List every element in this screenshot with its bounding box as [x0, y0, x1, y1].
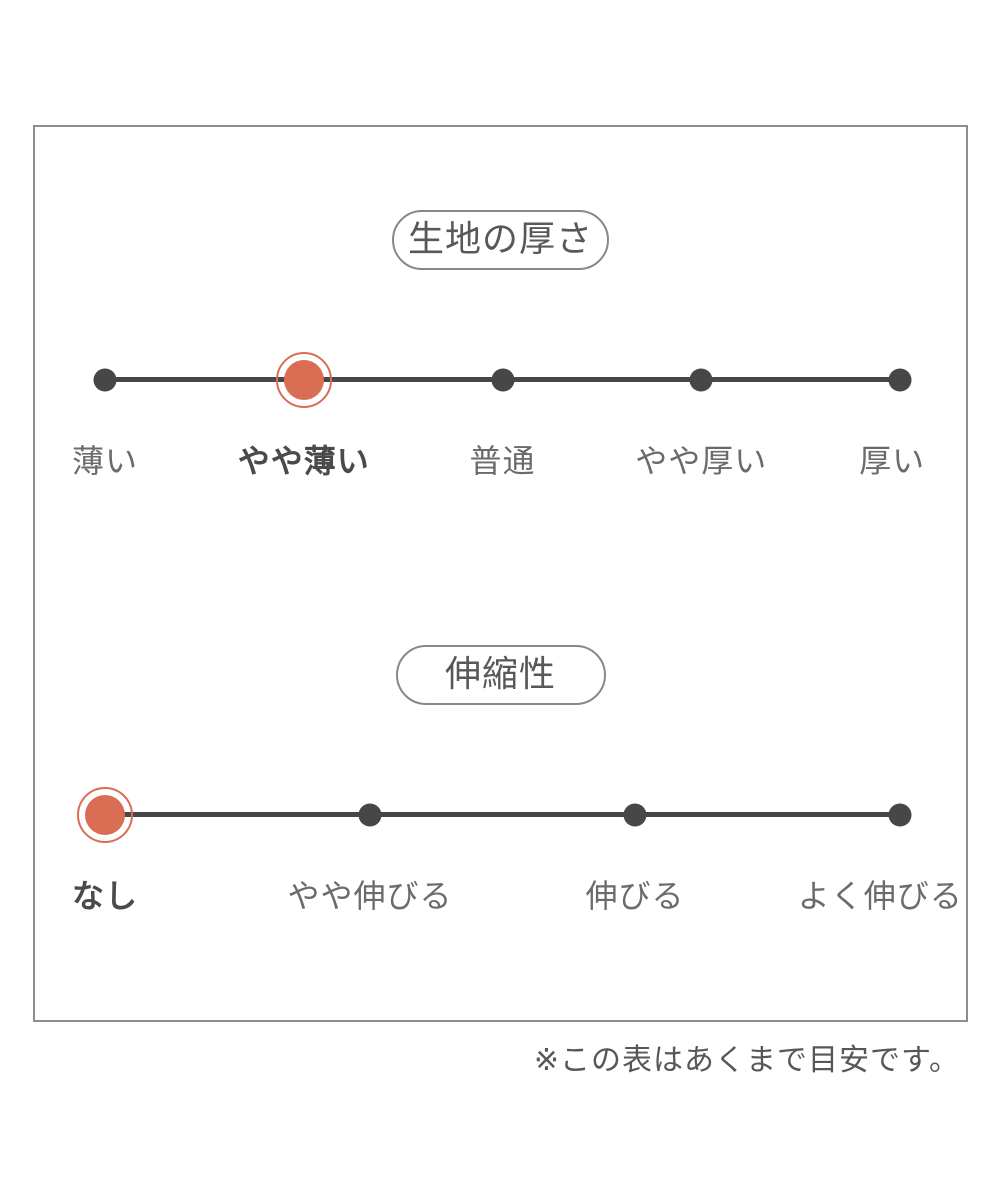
scale-track — [77, 786, 912, 843]
scale-option-label: 伸びる — [585, 878, 685, 914]
scale-option-label: 薄い — [71, 443, 139, 479]
scale-title-pill: 生地の厚さ — [391, 210, 609, 270]
rating-dot — [93, 368, 117, 391]
scale-option-label: 厚い — [859, 443, 926, 479]
rating-dot — [689, 368, 713, 391]
selected-dot-ring — [275, 351, 332, 408]
scale-title-row: 伸縮性 — [35, 645, 966, 705]
scale-labels: 薄い やや薄い 普通 やや厚い 厚い — [72, 442, 924, 482]
scale-labels: なし やや伸びる 伸びる よく伸びる — [72, 877, 962, 917]
rating-dot — [491, 368, 514, 391]
footnote-text: ※この表はあくまで目安です。 — [533, 1044, 960, 1077]
scale-option-label: やや厚い — [635, 443, 768, 479]
scale-title: 伸縮性 — [444, 653, 556, 694]
selected-dot-core — [283, 359, 324, 400]
rating-dot — [888, 368, 912, 391]
selected-dot-ring — [77, 786, 133, 843]
scale-option-label: やや薄い — [237, 443, 370, 479]
scale-section-stretchiness: 伸縮性 なし やや伸びる 伸びる よく伸びる — [35, 645, 966, 935]
spec-chart-frame: 生地の厚さ 薄い やや薄い 普通 やや厚い 厚い 伸縮性 なし やや伸びる 伸びる よく伸びる — [33, 125, 968, 1022]
scale-title: 生地の厚さ — [407, 218, 593, 259]
scale-option-label: よく伸びる — [797, 878, 963, 914]
rating-dot — [888, 803, 912, 826]
selected-rating-dot — [75, 785, 135, 845]
selected-rating-dot — [274, 350, 334, 410]
scale-option-label: なし — [71, 878, 139, 914]
scale-track — [93, 351, 912, 408]
rating-dot — [358, 803, 382, 826]
rating-dot — [623, 803, 647, 826]
scale-option-label: やや伸びる — [287, 878, 453, 914]
scale-option-label: 普通 — [469, 443, 536, 479]
selected-dot-core — [85, 794, 125, 835]
scale-title-pill: 伸縮性 — [395, 645, 606, 705]
scale-title-row: 生地の厚さ — [35, 210, 966, 270]
scale-section-fabric-thickness: 生地の厚さ 薄い やや薄い 普通 やや厚い 厚い — [35, 210, 966, 500]
